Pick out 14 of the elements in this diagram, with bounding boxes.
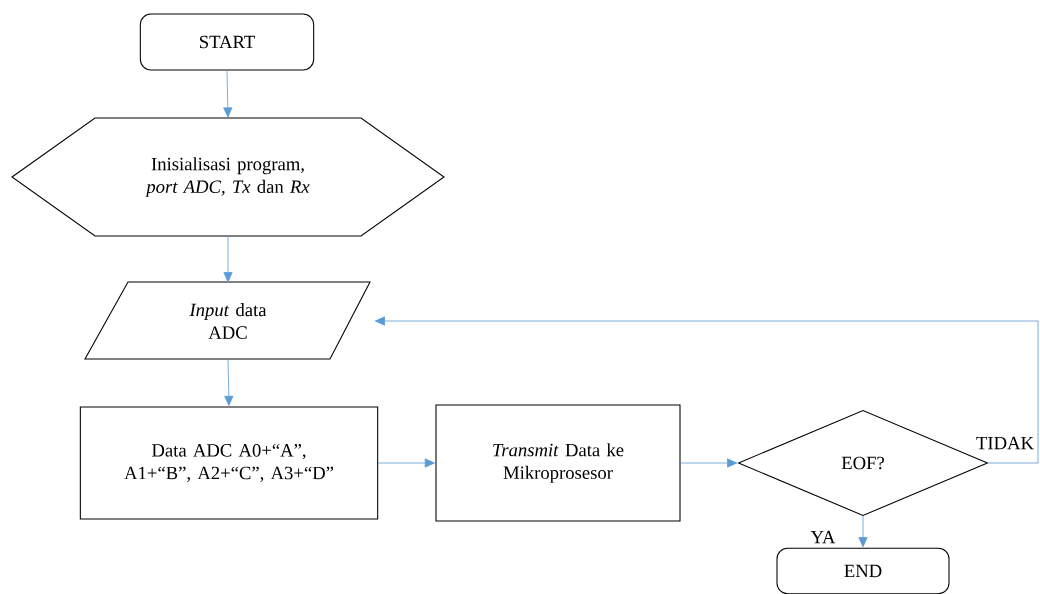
arrow (223, 70, 233, 118)
arrow (223, 235, 233, 283)
end-terminator: END (776, 547, 950, 594)
arrow (224, 358, 234, 406)
arrow (858, 515, 868, 548)
arrow (377, 458, 435, 468)
input-parallelogram: Input data ADC (84, 281, 371, 360)
arrow (374, 316, 1039, 464)
preparation-hexagon: Inisialisasi program, port ADC, Tx dan Rx (11, 117, 445, 237)
process-box: Transmit Data ke Mikroprosesor (435, 404, 681, 522)
edge-label: YA (809, 529, 837, 545)
process-box: Data ADC A0+“A”, A1+“B”, A2+“C”, A3+“D” (79, 406, 379, 520)
arrow (680, 458, 738, 468)
start-terminator: START (139, 13, 315, 71)
